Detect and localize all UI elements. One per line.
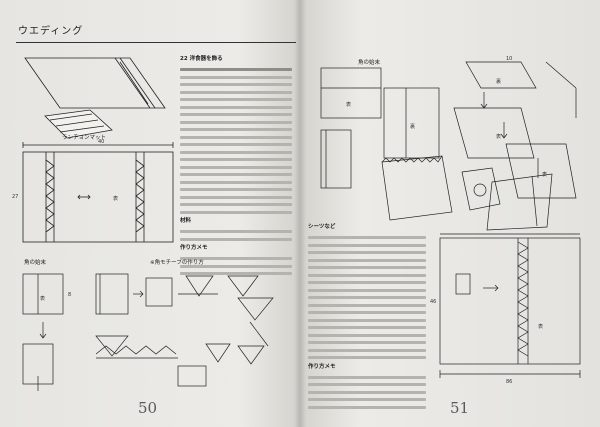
page-header: ウエディング bbox=[18, 26, 84, 37]
svg-text:10: 10 bbox=[506, 56, 512, 62]
header-rule bbox=[16, 42, 296, 43]
page-number-right: 51 bbox=[450, 399, 470, 417]
svg-text:表: 表 bbox=[496, 133, 501, 140]
luncheon-mat-diagram: 40 27 表 bbox=[12, 139, 174, 243]
pillowcase-diagram: 46 表 86 bbox=[430, 233, 581, 385]
section-title-b: 材料 bbox=[180, 218, 192, 224]
napkin-diagram bbox=[24, 57, 166, 139]
svg-text:表: 表 bbox=[542, 171, 547, 178]
svg-text:86: 86 bbox=[506, 379, 512, 385]
svg-text:8: 8 bbox=[68, 292, 71, 298]
corner-finish-caption: 角の始末 bbox=[24, 260, 47, 266]
left-text-column: 22 洋食器を飾る 材料 作り方メモ bbox=[180, 54, 292, 280]
section-title-c: 作り方メモ bbox=[180, 245, 208, 251]
tape-motif-caption: ※角モチーフの作り方 bbox=[150, 260, 204, 266]
sheet-lace-illustration bbox=[381, 155, 553, 231]
left-page: ウエディング ランチョンマット bbox=[0, 0, 298, 427]
right-section-title-b: 作り方メモ bbox=[308, 363, 336, 370]
right-page: 角の始末 表 裏 裏 表 表 10 bbox=[302, 0, 600, 427]
right-section-title-a: シーツなど bbox=[308, 224, 336, 230]
right-corner-caption: 角の始末 bbox=[358, 60, 381, 66]
svg-text:表: 表 bbox=[538, 323, 543, 330]
right-text-column: シーツなど 作り方メモ bbox=[308, 222, 426, 413]
section-title-a: 22 洋食器を飾る bbox=[180, 56, 223, 62]
luncheon-mat-caption: ランチョンマット bbox=[62, 135, 107, 141]
svg-text:40: 40 bbox=[98, 139, 104, 145]
svg-text:27: 27 bbox=[12, 194, 18, 200]
svg-text:裏: 裏 bbox=[410, 123, 415, 130]
page-number-left: 50 bbox=[138, 399, 158, 417]
svg-text:表: 表 bbox=[346, 101, 351, 108]
svg-text:表: 表 bbox=[113, 195, 118, 202]
svg-text:表: 表 bbox=[40, 295, 45, 302]
sheet-corner-diagrams: 表 裏 裏 表 表 10 bbox=[320, 56, 577, 199]
corner-finish-diagrams: 8 表 bbox=[22, 273, 274, 391]
svg-text:裏: 裏 bbox=[496, 78, 501, 85]
svg-text:46: 46 bbox=[430, 299, 436, 305]
